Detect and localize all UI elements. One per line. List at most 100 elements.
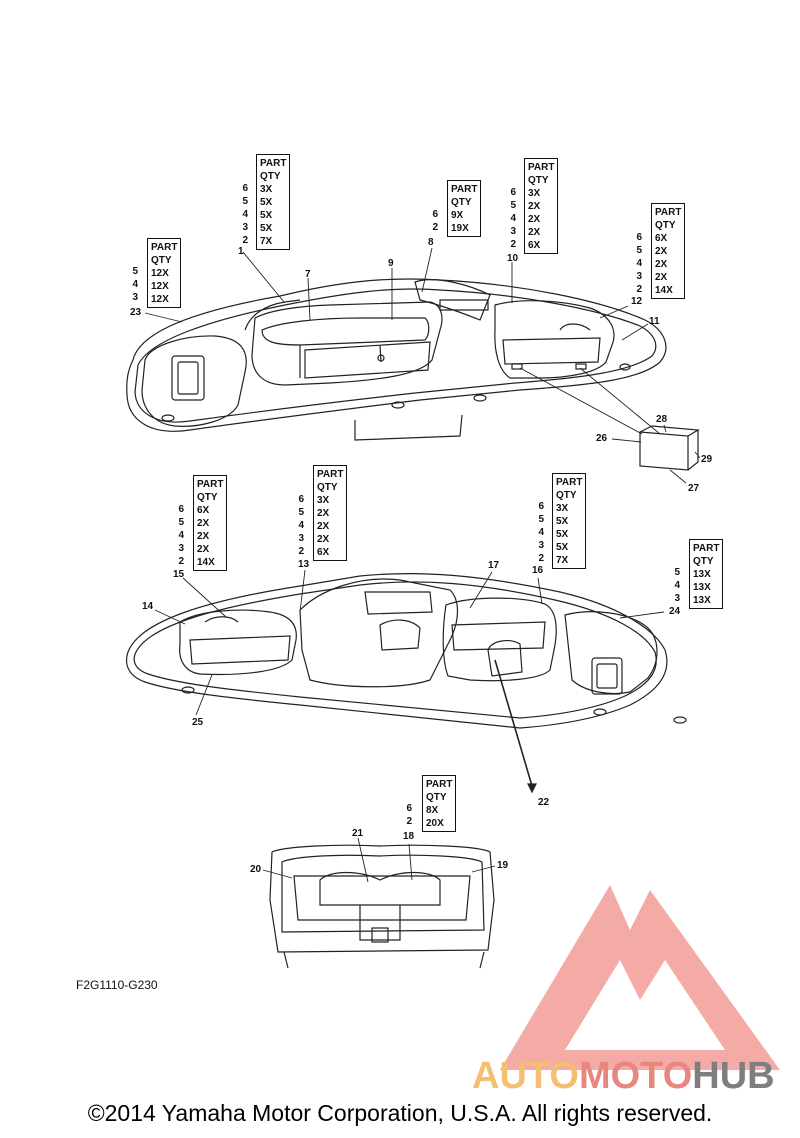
part-number: 2 [538,553,544,564]
part-number: 6 [406,803,412,814]
callout-28: 28 [656,414,668,425]
callout-24: 24 [669,606,681,617]
qty-table-header-part: PART [426,779,453,790]
watermark-part1: AUTO [472,1055,579,1097]
qty-value: 3X [260,184,273,195]
callout-20: 20 [250,864,262,875]
callout-15: 15 [173,569,185,580]
part-number: 5 [510,200,516,211]
callout-29: 29 [701,454,713,465]
part-number: 6 [636,232,642,243]
qty-value: 20X [426,818,444,829]
part-number: 5 [132,266,138,277]
qty-value: 5X [260,223,273,234]
qty-table-header-qty: QTY [451,197,472,208]
callout-23: 23 [130,307,142,318]
part-number: 3 [636,271,642,282]
qty-table-header-part: PART [260,158,287,169]
part-number: 2 [510,239,516,250]
part-number: 5 [636,245,642,256]
callout-19: 19 [497,860,509,871]
qty-table-header-qty: QTY [556,490,577,501]
upper-deck-view [126,247,701,484]
qty-value: 12X [151,281,169,292]
qty-table-header-part: PART [451,184,478,195]
qty-value: 2X [655,246,668,257]
qty-table-header-qty: QTY [693,556,714,567]
part-number: 6 [432,209,438,220]
lower-deck-view [125,569,687,794]
qty-value: 2X [655,272,668,283]
watermark-part3: HUB [692,1055,775,1097]
part-number: 3 [178,543,184,554]
part-number: 4 [510,213,516,224]
qty-value: 14X [655,285,673,296]
automotohub-logo-icon [500,885,780,1070]
qty-table-header-qty: QTY [528,175,549,186]
qty-value: 12X [151,294,169,305]
watermark-text: AUTOMOTOHUB [472,1055,775,1098]
qty-value: 9X [451,210,464,221]
qty-value: 2X [317,534,330,545]
part-number: 2 [298,546,304,557]
rear-view [262,837,496,969]
callout-26: 26 [596,433,608,444]
part-number: 4 [636,258,642,269]
qty-value: 7X [556,555,569,566]
part-number: 5 [178,517,184,528]
part-number: 6 [178,504,184,515]
qty-value: 13X [693,569,711,580]
qty-value: 6X [317,547,330,558]
callout-16: 16 [532,565,544,576]
qty-value: 2X [197,518,210,529]
callout-14: 14 [142,601,154,612]
qty-table-t8: PART QTY 9X 19X [447,180,482,237]
part-number: 2 [242,235,248,246]
part-number: 4 [298,520,304,531]
callout-1: 1 [238,246,244,257]
qty-value: 5X [556,529,569,540]
drawing-code: F2G1110-G230 [76,978,158,992]
callout-21: 21 [352,828,364,839]
qty-value: 13X [693,582,711,593]
part-number: 3 [510,226,516,237]
part-number: 4 [538,527,544,538]
part-number: 3 [132,292,138,303]
part-number: 5 [298,507,304,518]
qty-value: 19X [451,223,469,234]
callout-9: 9 [388,258,394,269]
qty-table-header-qty: QTY [655,220,676,231]
qty-value: 8X [426,805,439,816]
qty-value: 5X [556,542,569,553]
part-number-column: 6 5 4 3 2 [628,231,642,296]
callout-27: 27 [688,483,700,494]
part-number: 5 [242,196,248,207]
part-number: 5 [674,567,680,578]
callout-18: 18 [403,831,415,842]
part-number: 6 [298,494,304,505]
qty-value: 2X [528,201,541,212]
qty-value: 12X [151,268,169,279]
qty-table-header-qty: QTY [260,171,281,182]
qty-value: 2X [528,227,541,238]
callout-13: 13 [298,559,310,570]
qty-table-header-part: PART [151,242,178,253]
qty-value: 2X [197,544,210,555]
part-number: 3 [538,540,544,551]
qty-value: 3X [556,503,569,514]
qty-value: 6X [197,505,210,516]
part-number: 2 [636,284,642,295]
part-number: 4 [674,580,680,591]
